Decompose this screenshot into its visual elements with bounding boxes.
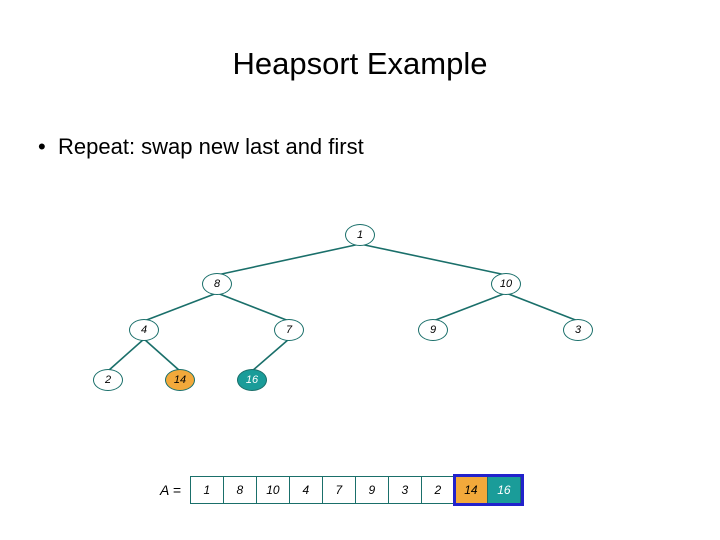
tree-node-label: 4: [140, 324, 148, 336]
array-cell: 7: [321, 476, 356, 504]
array-cell-value: 2: [434, 483, 442, 497]
array-cell-value: 10: [266, 483, 280, 497]
tree-node: 4: [129, 319, 159, 341]
array-cell-value: 3: [401, 483, 409, 497]
tree-node: 16: [237, 369, 267, 391]
tree-node-label: 3: [574, 324, 582, 336]
tree-node: 9: [418, 319, 448, 341]
array-display: A = 1 8 10 4 7 9 3 2 14 16: [160, 474, 524, 506]
array-cell-value: 14: [464, 483, 478, 497]
array-cell-value: 1: [203, 483, 211, 497]
tree-node-label: 10: [499, 278, 513, 290]
array-cell: 4: [288, 476, 323, 504]
bullet-line: • Repeat: swap new last and first: [38, 134, 698, 160]
tree-node-label: 7: [285, 324, 293, 336]
tree-node-label: 16: [245, 374, 259, 386]
tree-node: 7: [274, 319, 304, 341]
tree-edge: [143, 338, 181, 372]
array-cell: 1: [189, 476, 224, 504]
array-cell-value: 16: [497, 483, 511, 497]
tree-edge: [107, 338, 145, 372]
tree-node: 14: [165, 369, 195, 391]
array-cells: 1 8 10 4 7 9 3 2 14 16: [189, 476, 521, 504]
bullet-marker: •: [38, 134, 46, 159]
tree-edge: [359, 243, 507, 276]
tree-node-label: 1: [356, 229, 364, 241]
array-cell-value: 4: [302, 483, 310, 497]
tree-node: 3: [563, 319, 593, 341]
page-title: Heapsort Example: [232, 46, 488, 81]
tree-node: 8: [202, 273, 232, 295]
array-cell: 16: [486, 476, 521, 504]
tree-edge: [432, 292, 507, 322]
array-cell: 10: [255, 476, 290, 504]
tree-edge: [216, 243, 361, 276]
tree-node-label: 14: [173, 374, 187, 386]
tree-node-label: 2: [104, 374, 112, 386]
tree-node: 1: [345, 224, 375, 246]
tree-node-label: 8: [213, 278, 221, 290]
tree-edge: [505, 292, 579, 322]
array-cell-value: 7: [335, 483, 343, 497]
array-cell: 2: [420, 476, 455, 504]
array-label: A =: [160, 482, 181, 498]
array-cell: 9: [354, 476, 389, 504]
bullet-text: Repeat: swap new last and first: [58, 134, 364, 159]
tree-node: 10: [491, 273, 521, 295]
tree-edge: [216, 292, 290, 322]
tree-edge: [143, 292, 218, 322]
tree-node: 2: [93, 369, 123, 391]
tree-edge: [251, 338, 290, 372]
array-cell-value: 8: [236, 483, 244, 497]
array-cell: 3: [387, 476, 422, 504]
array-cell-value: 9: [368, 483, 376, 497]
array-cell: 14: [453, 476, 488, 504]
tree-node-label: 9: [429, 324, 437, 336]
array-cell: 8: [222, 476, 257, 504]
